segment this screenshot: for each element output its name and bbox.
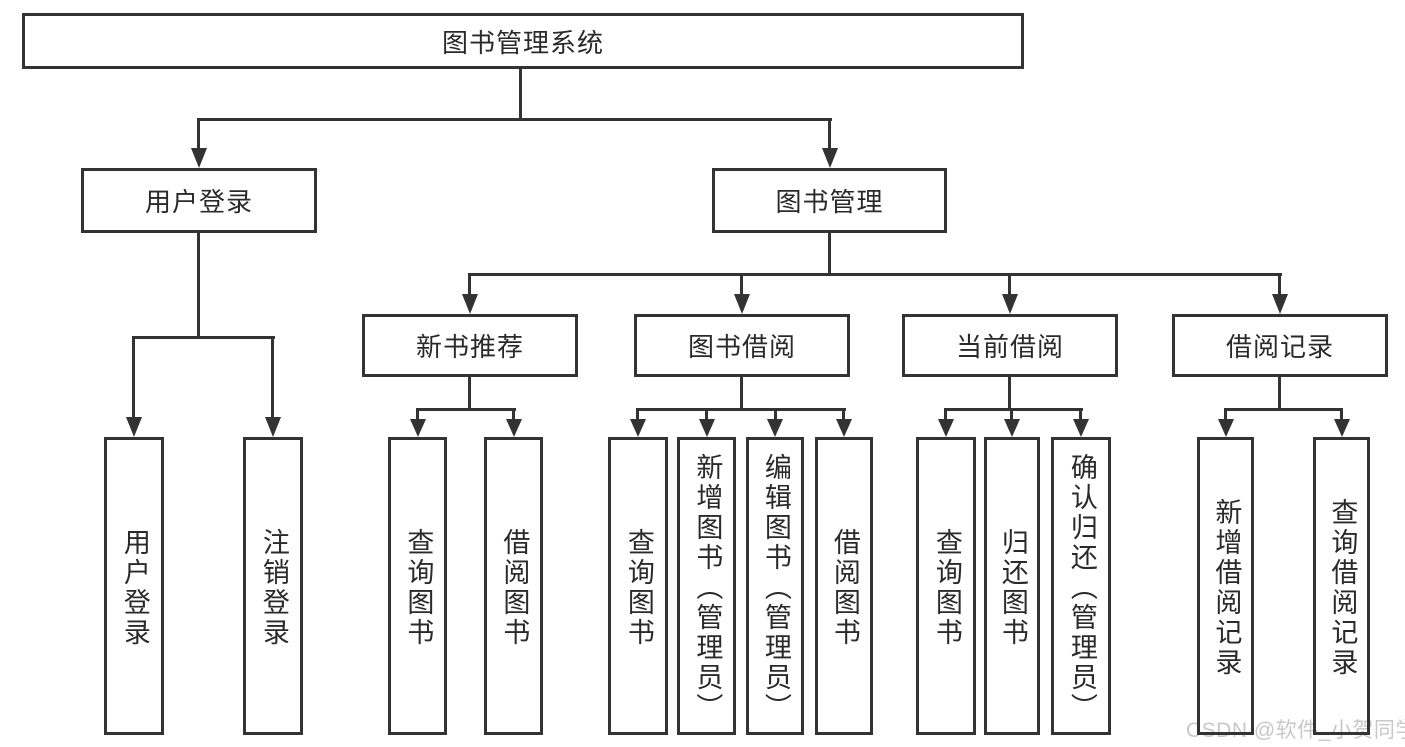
connector-arrow-shaft [944, 411, 947, 421]
connector-arrow-shaft [636, 411, 639, 421]
arrowhead-to-new-book [462, 294, 478, 314]
csdn-watermark: CSDN @软件_小贺同学 [1186, 719, 1405, 742]
connector-current-borrow-vline [1008, 377, 1011, 411]
node-label: 查询图书 [931, 527, 962, 648]
node-label: 新增借阅记录 [1211, 497, 1242, 678]
leaf-query-books-current: 查询图书 [916, 437, 976, 735]
arrowhead [506, 419, 522, 437]
leaf-add-borrow-record: 新增借阅记录 [1197, 437, 1254, 735]
connector-arrow-shaft [774, 411, 777, 421]
node-label: 图书管理系统 [441, 27, 604, 58]
leaf-edit-book-admin: 编辑图书（管理员） [746, 437, 804, 735]
connector-arrow-shaft [271, 339, 274, 419]
leaf-borrow-book: 借阅图书 [815, 437, 873, 735]
node-label: 用户登录 [144, 187, 253, 217]
connector-arrow-shaft [132, 339, 135, 419]
arrowhead [1073, 419, 1089, 437]
arrowhead-to-borrow-records [1272, 294, 1288, 314]
connector-arrow-shaft [1278, 276, 1281, 296]
connector-borrow-records-hline [1224, 408, 1343, 411]
node-label: 查询图书 [403, 527, 434, 648]
connector-arrow-shaft [1340, 411, 1343, 421]
arrowhead-to-book-management [822, 148, 838, 168]
connector-arrow-shaft [1008, 276, 1011, 296]
leaf-logout: 注销登录 [243, 437, 303, 735]
connector-book-mgmt-hline [468, 273, 1282, 276]
node-label: 确认归还（管理员） [1066, 452, 1097, 723]
connector-arrow-shaft [468, 276, 471, 296]
node-label: 新书推荐 [415, 332, 524, 362]
leaf-add-book-admin: 新增图书（管理员） [677, 437, 736, 735]
arrowhead-to-login-leaf [126, 417, 142, 437]
node-new-book-recommend: 新书推荐 [362, 314, 578, 377]
arrowhead [938, 419, 954, 437]
node-label: 图书管理 [775, 187, 884, 217]
arrowhead [767, 419, 783, 437]
connector-arrow-shaft [705, 411, 708, 421]
connector-current-borrow-hline [944, 408, 1083, 411]
connector-book-borrow-vline [740, 377, 743, 411]
connector-arrow-shaft [740, 276, 743, 296]
arrowhead [410, 419, 426, 437]
connector-arrow-shaft [197, 121, 200, 150]
node-label: 查询借阅记录 [1327, 497, 1358, 678]
node-label: 借阅图书 [829, 527, 860, 648]
node-label: 归还图书 [997, 527, 1028, 648]
node-label: 编辑图书（管理员） [760, 452, 791, 723]
connector-user-login-hline [132, 336, 275, 339]
node-current-borrow: 当前借阅 [902, 314, 1118, 377]
arrowhead [1004, 419, 1020, 437]
node-book-borrow: 图书借阅 [634, 314, 850, 377]
connector-arrow-shaft [1079, 411, 1082, 421]
arrowhead-to-user-login [191, 148, 207, 168]
node-borrow-records: 借阅记录 [1172, 314, 1388, 377]
arrowhead [1218, 419, 1234, 437]
connector-arrow-shaft [1224, 411, 1227, 421]
connector-book-borrow-hline [636, 408, 846, 411]
node-book-management: 图书管理 [712, 168, 947, 233]
connector-arrow-shaft [1010, 411, 1013, 421]
connector-root-hline [197, 118, 832, 121]
connector-user-login-vline [197, 233, 200, 339]
node-label: 用户登录 [119, 527, 150, 648]
connector-new-book-hline [416, 408, 516, 411]
leaf-user-login: 用户登录 [104, 437, 164, 735]
node-user-login: 用户登录 [81, 168, 317, 233]
leaf-query-books-borrow: 查询图书 [608, 437, 668, 735]
connector-arrow-shaft [416, 411, 419, 421]
node-label: 注销登录 [258, 527, 289, 648]
connector-arrow-shaft [842, 411, 845, 421]
node-label: 借阅图书 [499, 527, 530, 648]
arrowhead [630, 419, 646, 437]
leaf-confirm-return-admin: 确认归还（管理员） [1051, 437, 1111, 735]
arrowhead [836, 419, 852, 437]
node-root-system: 图书管理系统 [22, 13, 1024, 69]
connector-arrow-shaft [512, 411, 515, 421]
arrowhead [699, 419, 715, 437]
arrowhead-to-book-borrow [734, 294, 750, 314]
node-label: 新增图书（管理员） [692, 452, 723, 723]
leaf-borrow-books-recommend: 借阅图书 [484, 437, 543, 735]
connector-new-book-vline [468, 377, 471, 411]
node-label: 借阅记录 [1225, 332, 1334, 362]
connector-book-mgmt-vline [828, 233, 831, 276]
arrowhead-to-logout-leaf [265, 417, 281, 437]
node-label: 图书借阅 [687, 332, 796, 362]
leaf-return-book: 归还图书 [984, 437, 1040, 735]
node-label: 当前借阅 [955, 332, 1064, 362]
connector-root-vline [519, 69, 522, 121]
connector-arrow-shaft [828, 121, 831, 150]
arrowhead [1334, 419, 1350, 437]
leaf-query-borrow-record: 查询借阅记录 [1313, 437, 1370, 735]
arrowhead-to-current-borrow [1002, 294, 1018, 314]
connector-borrow-records-vline [1278, 377, 1281, 411]
leaf-query-books-recommend: 查询图书 [388, 437, 447, 735]
node-label: 查询图书 [623, 527, 654, 648]
